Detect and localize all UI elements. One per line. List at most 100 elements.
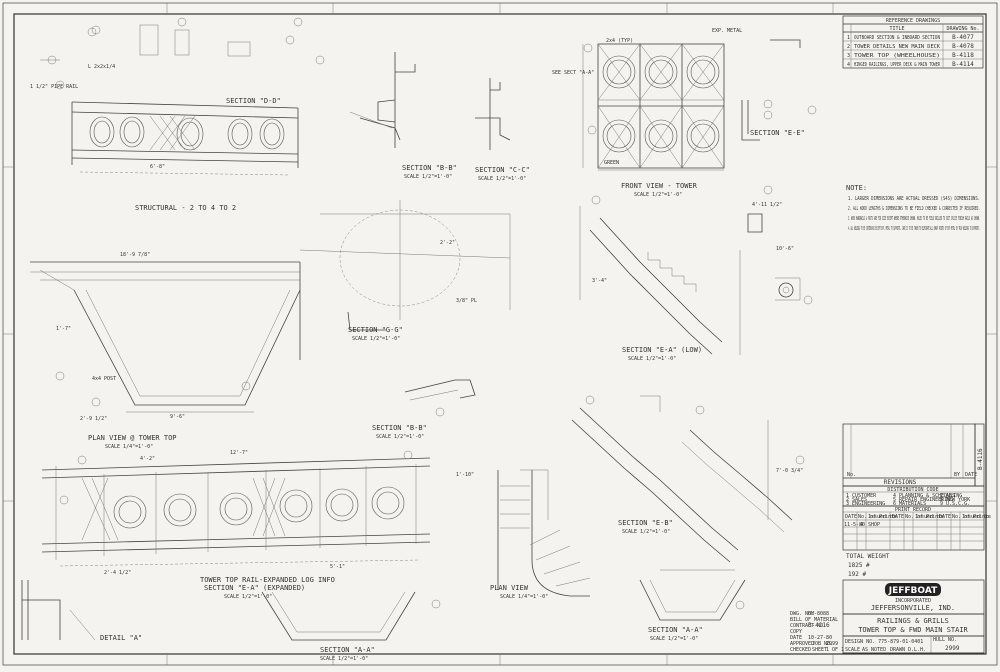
- reference-row-no: B-4118: [952, 52, 974, 59]
- section-ee-label: SECTION "E-E": [750, 129, 805, 137]
- reference-col-no: DRAWING No.: [946, 26, 979, 32]
- revisions-title: REVISIONS: [884, 479, 917, 486]
- svg-text:SCALE 1/2"=1'-0": SCALE 1/2"=1'-0": [376, 434, 424, 440]
- svg-text:1 1/2" PIPE RAIL: 1 1/2" PIPE RAIL: [30, 84, 78, 90]
- reference-row-no: B-4078: [952, 43, 974, 50]
- note-item: 2. ALL WOOD LENGTHS & DIMENSIONS TO BE F…: [848, 206, 980, 212]
- svg-text:JOB NO.: JOB NO.: [812, 641, 833, 647]
- section-eb-stair: SECTION "E-B" SCALE 1/2"=1'-0" 7'-0 3/4": [571, 395, 803, 563]
- svg-text:SCALE 1/2"=1'-0": SCALE 1/2"=1'-0": [404, 174, 452, 180]
- svg-text:CONTRACT NO.: CONTRACT NO.: [790, 623, 826, 629]
- note-item: 3. WOOD HANDRAILS & POSTS ARE FIR SIZE E…: [848, 216, 980, 222]
- svg-text:BILL OF MATERIAL: BILL OF MATERIAL: [790, 617, 838, 623]
- svg-text:10'-6": 10'-6": [776, 246, 794, 252]
- svg-text:4'-11 1/2": 4'-11 1/2": [752, 202, 782, 208]
- print-count: 4: [860, 522, 863, 528]
- reference-drawings-table: REFERENCE DRAWINGS TITLE DRAWING No. 1 2…: [842, 15, 984, 69]
- section-aa-bottom: SECTION "A-A" SCALE 1/2"=1'-0": [261, 591, 416, 662]
- logo-text: JEFFBOAT: [888, 586, 938, 596]
- weight-value: 192 #: [848, 571, 866, 578]
- note-item: 1. LARGER DIMENSIONS ARE ACTUAL DRESSED …: [848, 196, 980, 202]
- svg-text:EXP. METAL: EXP. METAL: [712, 28, 742, 34]
- drawing-title-line1: RAILINGS & GRILLS: [877, 617, 949, 625]
- svg-text:3 ENGINEERING: 3 ENGINEERING: [846, 501, 885, 507]
- svg-text:No.: No.: [847, 472, 856, 478]
- svg-text:7 ABS: 7 ABS: [940, 493, 955, 499]
- plan-view-top-label: PLAN VIEW @ TOWER TOP: [88, 434, 177, 442]
- detail-label: DETAIL "A": [100, 634, 142, 642]
- svg-text:4x4 POST: 4x4 POST: [92, 376, 116, 382]
- inner-border: [13, 13, 987, 655]
- weight-value: 1825 #: [848, 562, 870, 569]
- svg-text:3: 3: [847, 53, 850, 59]
- svg-text:2'-4 1/2": 2'-4 1/2": [104, 570, 131, 576]
- svg-text:6 MATERIALS: 6 MATERIALS: [893, 501, 926, 507]
- svg-text:DATE: DATE: [892, 514, 904, 520]
- print-date: 11-5-80: [844, 522, 865, 528]
- svg-text:1 OF 1: 1 OF 1: [826, 647, 844, 653]
- svg-text:Issued to: Issued to: [962, 514, 989, 520]
- total-weight-label: TOTAL WEIGHT: [846, 553, 890, 560]
- section-ac-label: SECTION "G-G": [348, 326, 403, 334]
- svg-text:2 SALES: 2 SALES: [846, 497, 867, 503]
- svg-text:10-27-80: 10-27-80: [808, 635, 832, 641]
- svg-text:SCALE 1/2"=1'-0": SCALE 1/2"=1'-0": [320, 656, 368, 662]
- svg-text:1 CUSTOMER: 1 CUSTOMER: [846, 493, 877, 499]
- hull-number: 2999: [945, 645, 960, 652]
- svg-text:Issued to: Issued to: [868, 514, 895, 520]
- svg-text:APPROVED: APPROVED: [790, 641, 814, 647]
- bottom-strip: [842, 652, 985, 655]
- svg-text:D.L.H.: D.L.H.: [908, 647, 926, 653]
- section-bb-label: SECTION "B-B": [402, 164, 457, 172]
- distribution-title: DISTRIBUTION CODE: [887, 487, 938, 493]
- zone-ticks: [3, 3, 997, 665]
- svg-text:No. of Prints: No. of Prints: [952, 514, 991, 520]
- see-sect-label: SEE SECT "A-A": [552, 70, 594, 76]
- front-view-tower: FRONT VIEW - TOWER SCALE 1/2"=1'-0" SEE …: [552, 38, 725, 198]
- callout-balloons: [55, 17, 817, 610]
- svg-text:SCALE 1/4"=1'-0": SCALE 1/4"=1'-0": [105, 444, 153, 450]
- company-city: JEFFERSONVILLE, IND.: [871, 604, 955, 612]
- section-aa-low: SECTION "A-A" SCALE 1/2"=1'-0": [639, 569, 746, 642]
- print-issued: SHOP: [868, 522, 880, 528]
- svg-text:Issued to: Issued to: [915, 514, 942, 520]
- section-bb2-label: SECTION "B-B": [372, 424, 427, 432]
- section-dd-label: SECTION "D-D": [226, 97, 281, 105]
- svg-text:2x4 (TYP): 2x4 (TYP): [606, 38, 633, 44]
- svg-text:DATE: DATE: [965, 472, 977, 478]
- section-cc-label: SECTION "C-C": [475, 166, 530, 174]
- svg-text:5 REPAIR ENGINEERING: 5 REPAIR ENGINEERING: [893, 497, 953, 503]
- section-cc-profile: SECTION "C-C" SCALE 1/2"=1'-0": [475, 78, 530, 182]
- svg-text:1'-10": 1'-10": [456, 472, 474, 478]
- svg-text:4: 4: [847, 62, 850, 68]
- section-bb-profile: SECTION "B-B" SCALE 1/2"=1'-0": [349, 52, 457, 180]
- print-record-title: PRINT RECORD: [895, 507, 931, 513]
- svg-text:No. of Prints: No. of Prints: [858, 514, 897, 520]
- svg-text:1'-7": 1'-7": [56, 326, 71, 332]
- svg-text:GREEN: GREEN: [604, 160, 619, 166]
- section-bb-middle: SECTION "B-B" SCALE 1/2"=1'-0": [372, 379, 476, 440]
- svg-text:3/8" PL: 3/8" PL: [456, 298, 477, 304]
- svg-text:L 2x2x1/4: L 2x2x1/4: [88, 64, 115, 70]
- svg-text:SCALE 1/2"=1'-0": SCALE 1/2"=1'-0": [478, 176, 526, 182]
- plan-view-stair: PLAN VIEW SCALE 1/4"=1'-0" 1'-10": [456, 469, 591, 600]
- jeffboat-logo: [885, 583, 941, 596]
- svg-text:2'-2": 2'-2": [440, 240, 455, 246]
- notes-title: NOTE:: [846, 184, 867, 192]
- svg-text:4'-2": 4'-2": [140, 456, 155, 462]
- section-ee: SECTION "E-E" EXP. METAL: [712, 28, 805, 141]
- section-main-stair: SECTION "E-A" (LOW) SCALE 1/2"=1'-0" 4'-…: [579, 202, 801, 362]
- reference-row-title: TOWER DETAILS NEW MAIN DECK: [854, 44, 940, 50]
- notes-block: NOTE: 1. LARGER DIMENSIONS ARE ACTUAL DR…: [846, 184, 980, 232]
- svg-text:AS NOTED: AS NOTED: [862, 647, 886, 653]
- drawing-title-line2: TOWER TOP & FWD MAIN STAIR: [858, 626, 968, 634]
- svg-text:18'-9 7/8": 18'-9 7/8": [120, 252, 150, 258]
- svg-text:8 NEW YORK: 8 NEW YORK: [940, 497, 970, 503]
- section-ac-area: SECTION "G-G" SCALE 1/2"=1'-0" 2'-2" 3/8…: [299, 200, 511, 342]
- svg-text:DWG. NO.: DWG. NO.: [790, 611, 814, 617]
- svg-text:SCALE 1/2"=1'-0": SCALE 1/2"=1'-0": [650, 636, 698, 642]
- note-item: 4. ALL WELDING TO BE CONTINUOUS EXCEPT E…: [848, 226, 980, 232]
- plan-view-tower-top: PLAN VIEW @ TOWER TOP SCALE 1/4"=1'-0" 2…: [30, 252, 301, 450]
- print-record-box: [842, 505, 985, 551]
